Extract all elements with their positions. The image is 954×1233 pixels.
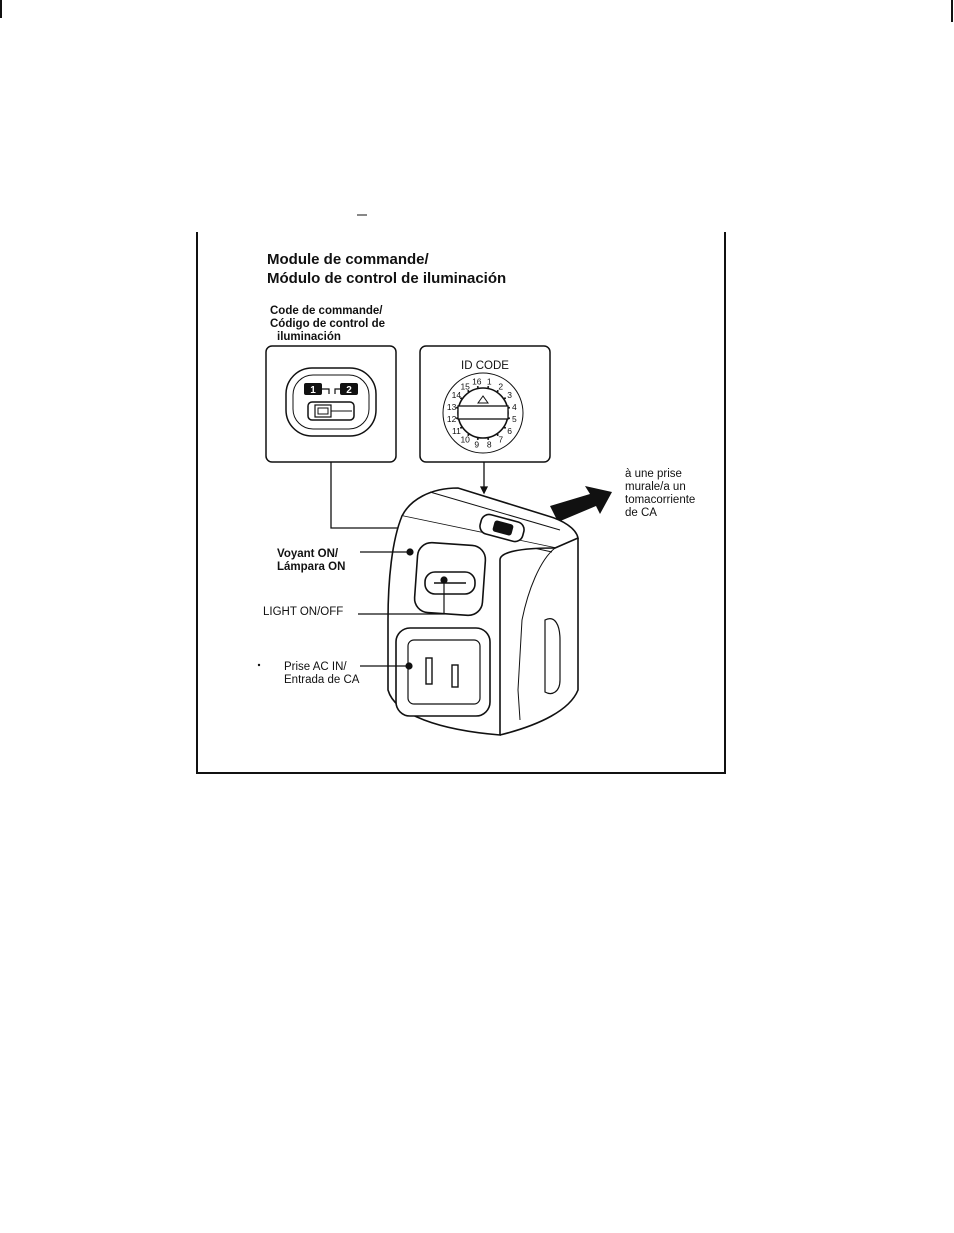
dial-number-4: 4: [512, 402, 517, 412]
switch-caption-line1: Code de commande/: [270, 305, 383, 317]
dial-tick-12: [456, 417, 458, 420]
dial-tick-8: [487, 438, 490, 440]
figure-frame: [196, 232, 726, 774]
dial-tick-14: [460, 397, 462, 400]
dial-tick-1: [487, 386, 490, 388]
outlet-callout-line2: murale/a un: [625, 481, 686, 493]
ac-in-label-line1: Prise AC IN/: [284, 661, 347, 673]
dial-tick-9: [476, 438, 479, 440]
dial-number-9: 9: [474, 439, 479, 449]
dial-number-13: 13: [447, 402, 457, 412]
dial-number-5: 5: [512, 414, 517, 424]
control-module-device: [387, 487, 579, 736]
dial-number-15: 15: [460, 381, 470, 391]
lamp-label-line1: Voyant ON/: [277, 548, 339, 560]
dial-number-1: 1: [487, 377, 492, 387]
dial-number-7: 7: [498, 435, 503, 445]
dial-number-10: 10: [460, 435, 470, 445]
dial-tick-6: [504, 426, 506, 429]
dial-tick-7: [496, 434, 499, 436]
outlet-callout-line1: à une prise: [625, 468, 682, 480]
figure-title-line1: Module de commande/: [267, 251, 429, 268]
dial-number-16: 16: [472, 377, 482, 387]
dial-tick-11: [460, 426, 462, 429]
switch-caption-line2: Código de control de: [270, 318, 385, 330]
dial-number-11: 11: [452, 426, 461, 436]
dial-number-12: 12: [447, 414, 457, 424]
light-button-label: LIGHT ON/OFF: [263, 606, 344, 618]
dial-number-2: 2: [498, 381, 503, 391]
dial-tick-10: [467, 434, 470, 436]
wall-outlet-arrow-icon: [550, 486, 612, 522]
callout-leaders: [358, 548, 448, 670]
id-code-title: ID CODE: [461, 360, 509, 372]
figure-title-line2: Módulo de control de iluminación: [267, 270, 507, 287]
scan-edge-mark-right: [951, 0, 953, 22]
switch-position-1: 1: [310, 385, 316, 396]
dial-tick-13: [456, 406, 458, 409]
lamp-label-line2: Lámpara ON: [277, 561, 346, 573]
ac-in-label-line2: Entrada de CA: [284, 674, 360, 686]
dial-tick-5: [508, 417, 510, 420]
dial-tick-4: [508, 406, 510, 409]
scan-edge-mark-left: [0, 0, 2, 18]
dial-number-3: 3: [507, 390, 512, 400]
dial-number-6: 6: [507, 426, 512, 436]
dial-number-8: 8: [487, 439, 492, 449]
dial-tick-3: [504, 397, 506, 400]
switch-caption-line3: iluminación: [277, 331, 341, 343]
dial-tick-16: [476, 386, 479, 388]
dial-tick-15: [467, 390, 470, 392]
scan-speck: [257, 663, 261, 667]
outlet-callout-line4: de CA: [625, 507, 657, 519]
switch-panel: 1 2: [265, 345, 397, 463]
switch-position-2: 2: [346, 385, 352, 396]
dial-number-14: 14: [452, 390, 462, 400]
outlet-callout-line3: tomacorriente: [625, 494, 696, 506]
dial-tick-2: [496, 390, 499, 392]
